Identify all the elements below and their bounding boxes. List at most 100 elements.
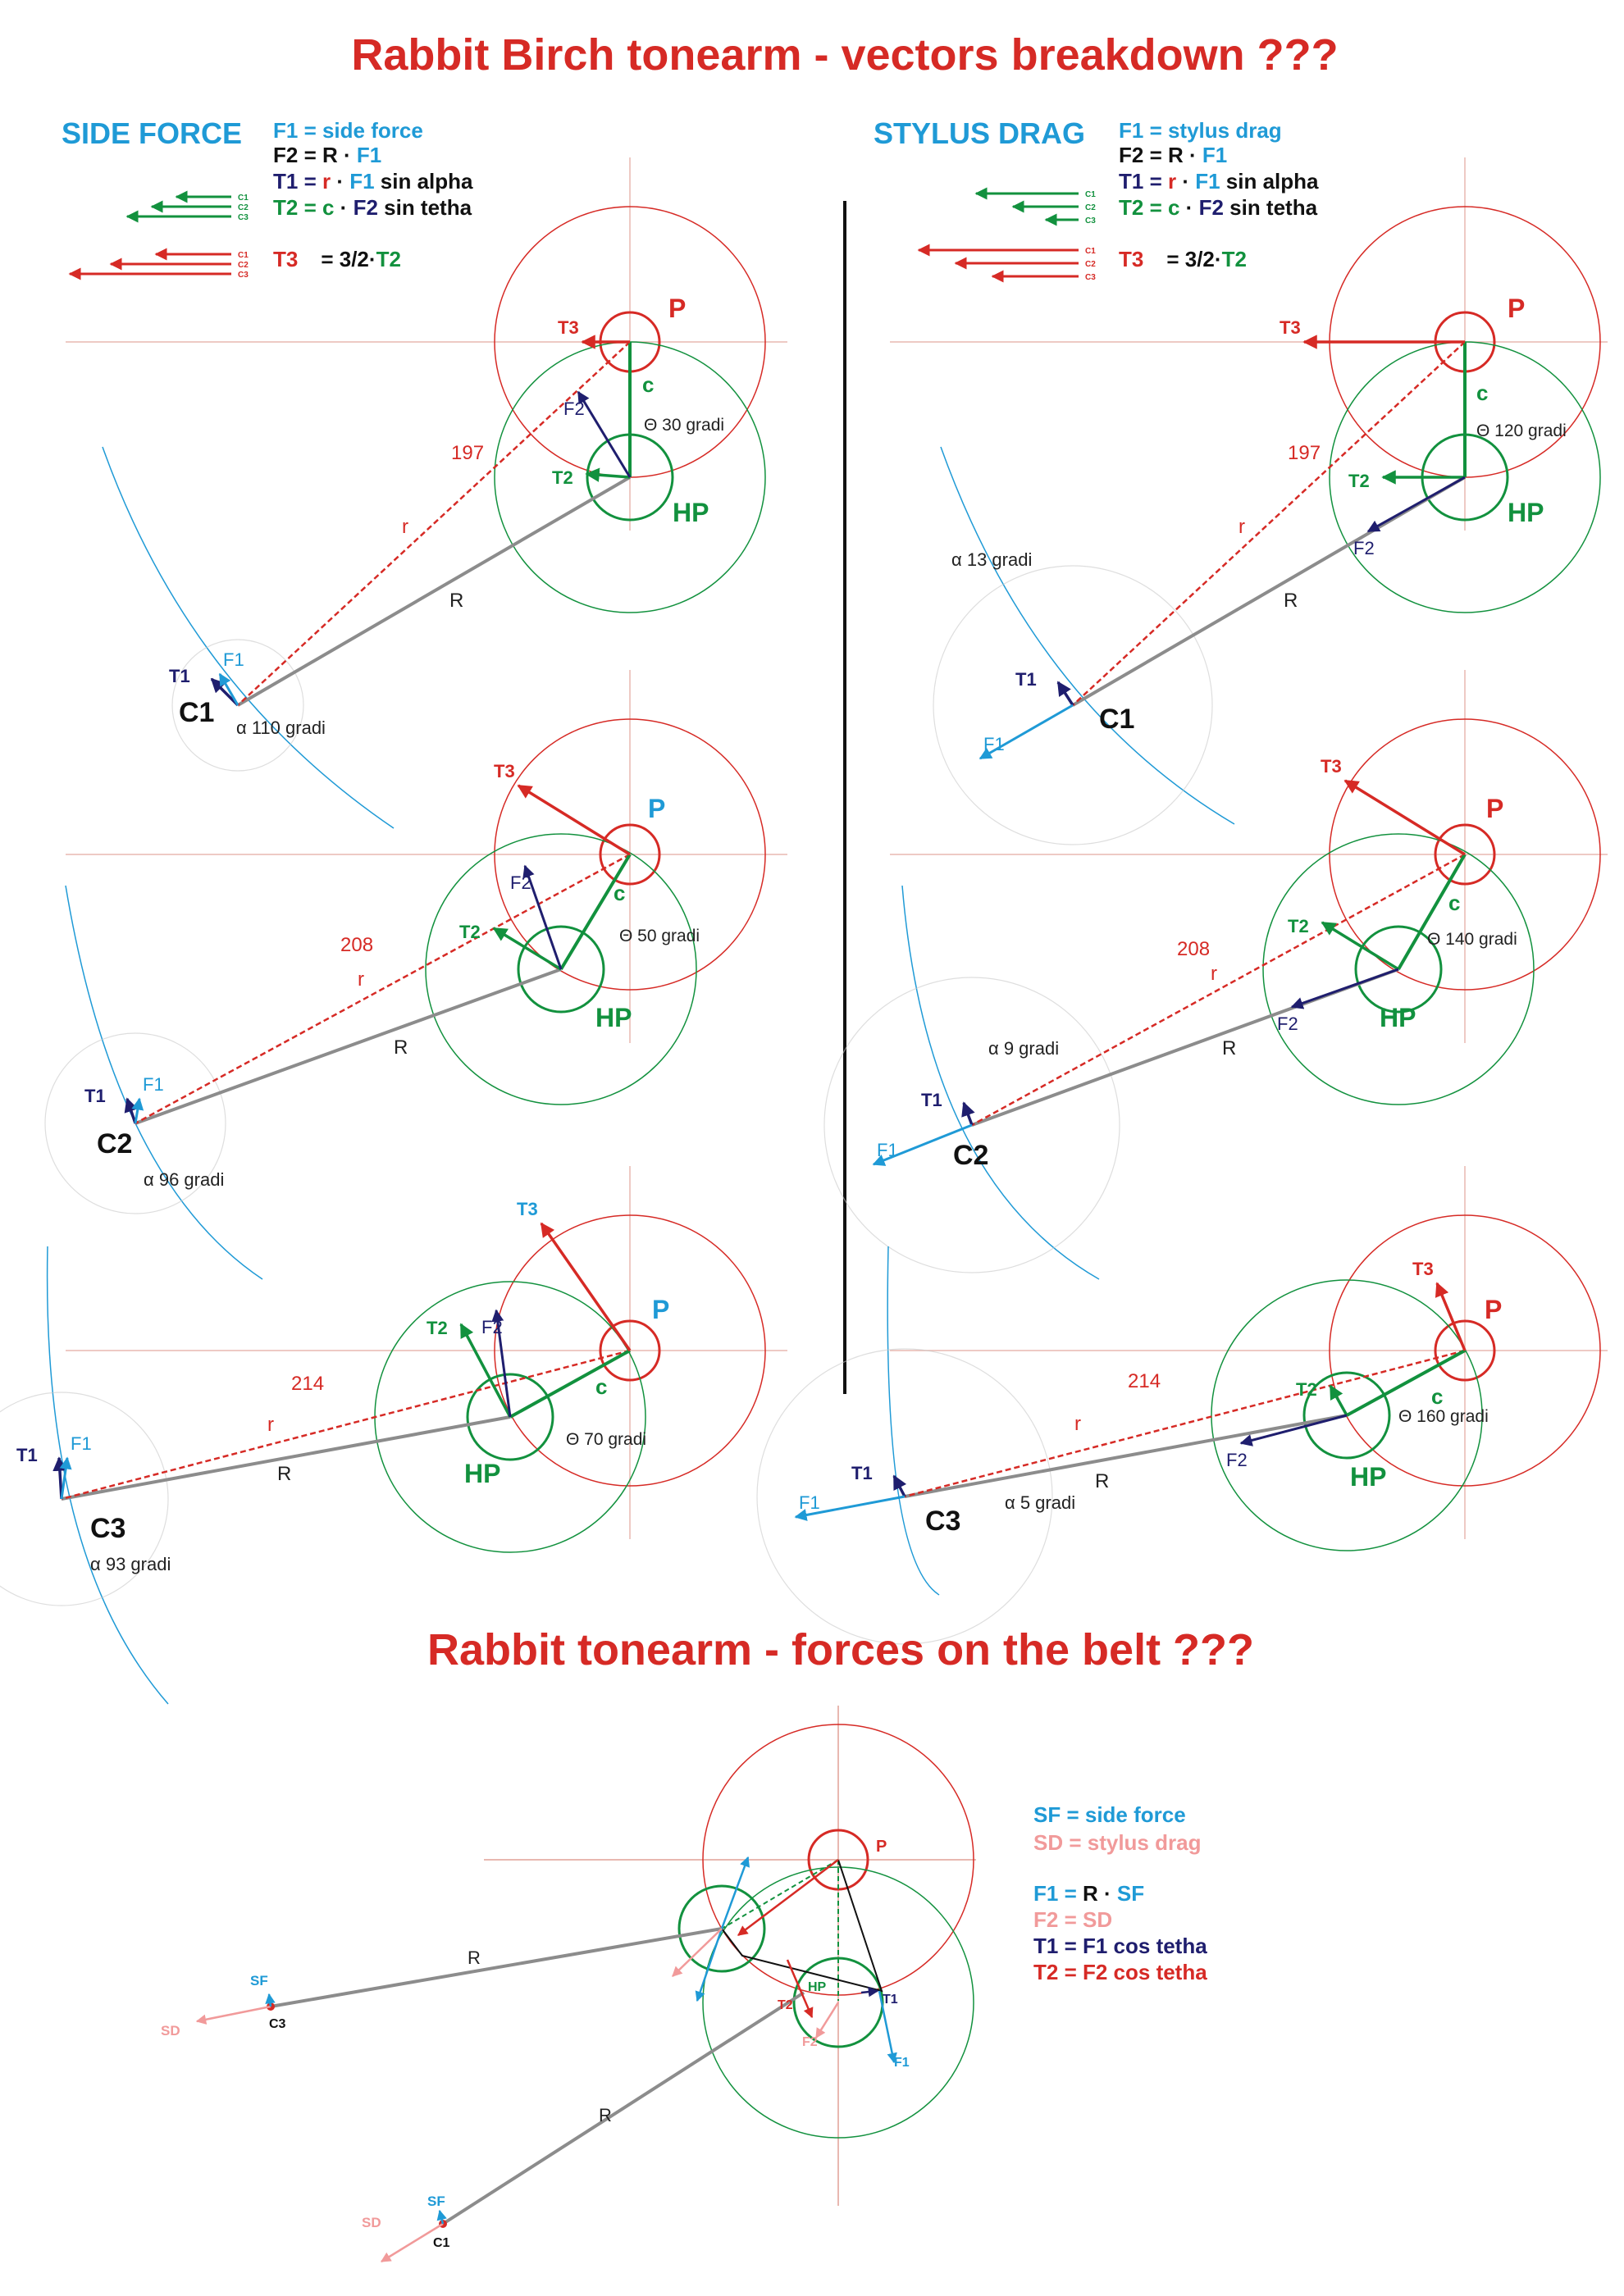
drag-diagram-1-alpha-angle-arc	[933, 565, 1213, 845]
drag-diagram-3-c-line	[1346, 1349, 1466, 1417]
side-diagram-3-t1-arrow	[52, 1456, 67, 1500]
drag-diagram-3-label-t3: T3	[1412, 1259, 1434, 1279]
belt-label-t2: T2	[778, 1998, 793, 2012]
side-diagram-1-label-p: P	[668, 294, 686, 323]
side-diagram-2-label-theta: Θ 50 gradi	[619, 927, 700, 945]
drag-diagram-3-label-alpha: α 5 gradi	[1005, 1492, 1075, 1513]
side-diagram-2-f1-arrow	[131, 1097, 144, 1124]
belt-c3-label: C3	[269, 2017, 286, 2031]
drag-diagram-2-label-f2: F2	[1277, 1014, 1298, 1034]
drag-diagram-2-groove-arc	[901, 885, 1100, 1280]
drag-diagram-3-label-hp: HP	[1350, 1462, 1386, 1492]
side-diagram-1-label-r-length: 197	[451, 442, 484, 464]
drag-diagram-2-label-t3: T3	[1321, 756, 1342, 777]
mini-c3-label: C3	[238, 213, 249, 222]
side-diagram-3-label-alpha: α 93 gradi	[90, 1554, 171, 1574]
drag-diagram-2-label-t1: T1	[921, 1090, 942, 1110]
drag-diagram-2-label-hp: HP	[1380, 1003, 1416, 1032]
belt-arm-c1	[441, 1991, 805, 2225]
side-diagram-1-t2-arrow	[585, 467, 631, 482]
mini-c2-label: C2	[1085, 260, 1096, 269]
mini-c3-label: C3	[1085, 216, 1096, 226]
side-diagram-2-t3-arrow	[517, 784, 631, 856]
side-diagram-1-groove-arc	[102, 446, 395, 829]
side-diagram-3-t2-arrow	[459, 1323, 512, 1418]
mini-c1-label: C1	[1085, 247, 1096, 256]
drag-diagram-3-t1-arrow	[892, 1474, 907, 1497]
belt-label-hp: HP	[808, 1980, 827, 1994]
side-diagram-2-label-t3: T3	[494, 761, 515, 781]
drag-diagram-2-label-r-length: 208	[1177, 938, 1210, 960]
side-diagram-2-label-f1: F1	[143, 1074, 164, 1095]
drag-diagram-3-alpha-angle-arc	[756, 1348, 1053, 1645]
belt-label-r1: R	[468, 1947, 481, 1968]
belt-f2-arrow	[814, 2002, 840, 2039]
drag-diagram-1-label-t1: T1	[1015, 669, 1037, 690]
belt-line	[721, 1859, 883, 1993]
side-force-header: SIDE FORCE	[62, 116, 242, 150]
mini-c1-label: C1	[238, 194, 249, 203]
c3-pulley-circle	[677, 1884, 766, 1973]
drag-diagram-2-label-t2: T2	[1288, 916, 1309, 936]
side-diagram-3-label-t2: T2	[427, 1318, 448, 1338]
belt-arm-c3	[270, 1927, 723, 2008]
mini-c1-label: C1	[238, 251, 249, 260]
drag-diagram-3-t3-arrow	[1435, 1282, 1467, 1351]
side-diagram-3-label-r-length: 214	[291, 1373, 324, 1395]
side-diagram-3-f2-arrow	[491, 1309, 512, 1418]
side-diagram-2-platter-circle	[494, 718, 766, 991]
drag-diagram-2-t3-arrow	[1343, 779, 1466, 856]
drag-diagram-1-label-c: c	[1476, 380, 1488, 405]
drag-diagram-2-pivot-circle	[1434, 823, 1496, 886]
side-t2-mini-arrows: C1 C2 C3	[125, 190, 249, 223]
drag-diagram-1-label-alpha: α 13 gradi	[951, 549, 1032, 570]
belt-c3-sd-label: SD	[161, 2023, 180, 2039]
drag-diagram-3-platter-circle	[1329, 1214, 1601, 1487]
drag-legend-t3: T3= 3/2·T2	[1119, 247, 1247, 271]
belt-t2-arrow-2	[786, 1959, 814, 2019]
drag-t3-mini-arrows: C1 C2 C3	[917, 244, 1096, 283]
drag-diagram-3-label-t2: T2	[1296, 1379, 1317, 1400]
belt-c1-label: C1	[433, 2236, 450, 2250]
mini-c3-label: C3	[238, 271, 249, 280]
drag-diagram-2-label-alpha: α 9 gradi	[988, 1038, 1059, 1059]
side-diagram-1-label-hp: HP	[673, 498, 709, 527]
side-diagram-3-label-t1: T1	[16, 1445, 38, 1465]
drag-legend-t2: T2 = c · F2 sin tetha	[1119, 195, 1318, 220]
drag-diagram-2-label-r: r	[1211, 963, 1217, 985]
belt-c3-sd-arrow	[195, 2005, 271, 2025]
side-diagram-1-label-t3: T3	[558, 317, 579, 338]
drag-diagram-1-arm-line-R	[1071, 476, 1467, 707]
drag-diagram-3-f2-arrow	[1239, 1414, 1348, 1446]
drag-diagram-3-f1-arrow	[794, 1495, 906, 1521]
drag-diagram-3-label-p: P	[1485, 1295, 1502, 1324]
belt-sd-arrow	[672, 1928, 723, 1977]
mini-c2-label: C2	[238, 203, 249, 212]
side-diagram-2-pivot-circle	[599, 823, 661, 886]
drag-diagram-3-label-f2: F2	[1226, 1450, 1248, 1470]
side-diagram-2-f2-arrow	[522, 864, 563, 970]
belt-t2-arrow	[737, 1859, 839, 1936]
side-diagram-1-radius-line-r	[237, 341, 631, 706]
drag-diagram-3-label-R: R	[1095, 1470, 1109, 1492]
side-diagram-1-f1-arrow	[218, 672, 239, 706]
drag-diagram-3-label-f1: F1	[799, 1492, 820, 1513]
drag-diagram-3-label-r-length: 214	[1128, 1370, 1161, 1392]
side-diagram-3-t3-arrow	[540, 1222, 632, 1352]
side-diagram-3-label-hp: HP	[464, 1459, 500, 1488]
side-diagram-2-t2-arrow	[492, 927, 562, 971]
drag-diagram-1-label-r-length: 197	[1288, 442, 1321, 464]
drag-diagram-1-label-R: R	[1284, 590, 1298, 612]
drag-legend-f2: F2 = R · F1	[1119, 143, 1227, 167]
side-legend-f2: F2 = R · F1	[273, 143, 381, 167]
side-diagram-1-label-r: r	[402, 516, 408, 538]
side-diagram-3-label-r: r	[267, 1414, 274, 1436]
side-legend-f1: F1 = side force	[273, 118, 423, 143]
side-diagram-1-label-c: c	[642, 372, 654, 397]
side-diagram-1-alpha-angle-arc	[171, 639, 304, 772]
drag-diagram-3-groove-arc	[887, 1246, 940, 1596]
side-diagram-2-t1-arrow	[124, 1097, 139, 1124]
drag-legend-f1: F1 = stylus drag	[1119, 118, 1282, 143]
